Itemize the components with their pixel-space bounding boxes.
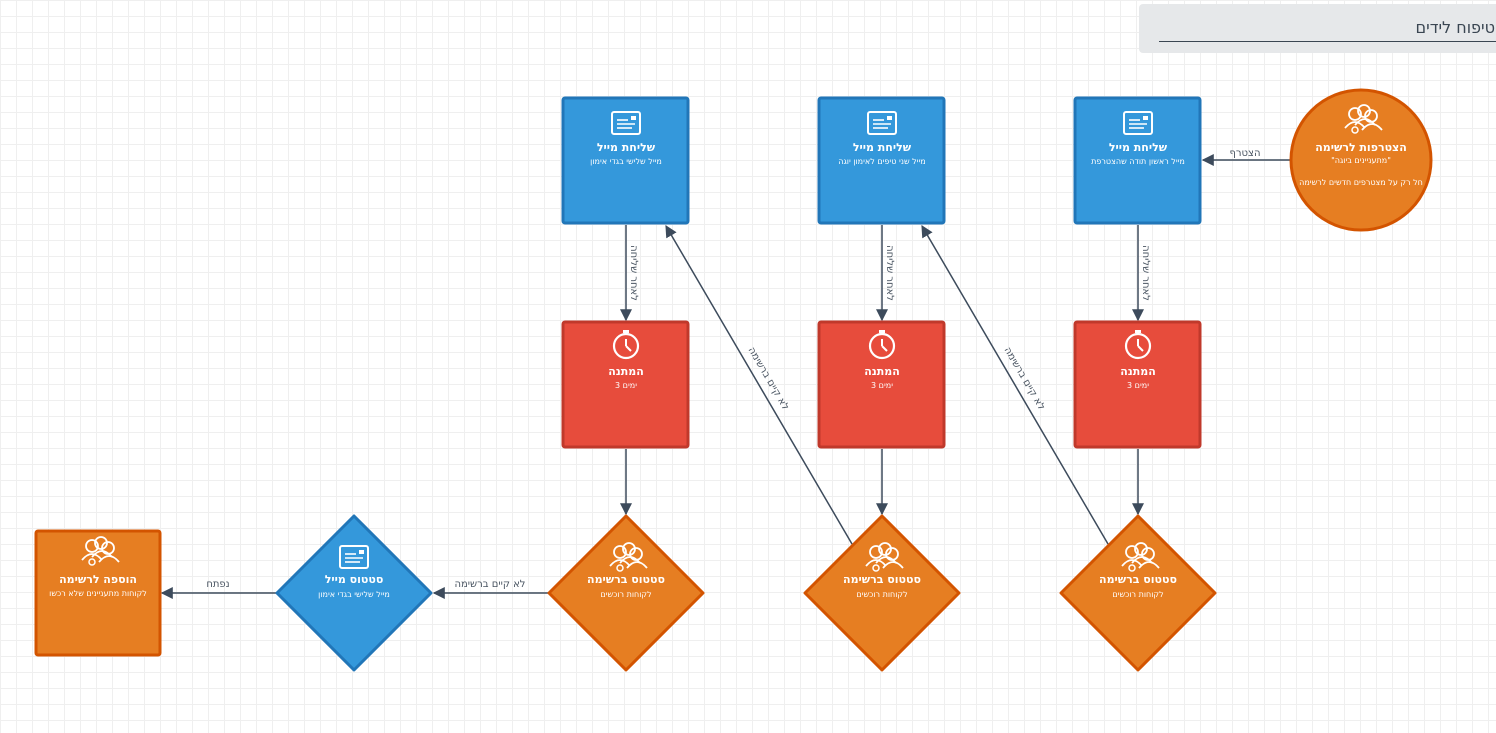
node-title: סטטוס ברשימה [587, 573, 665, 586]
node-title: הצטרפות לרשימה [1315, 141, 1407, 154]
edge-email-status-to-add-list[interactable]: נפתח [160, 579, 276, 599]
node-subtitle: 3 ימים [871, 381, 893, 390]
node-title: סטטוס ברשימה [1099, 573, 1177, 586]
edge-label-after-send: לאחר שליחה [1140, 245, 1151, 301]
node-subtitle: לקוחות רוכשים [856, 590, 907, 599]
node-join-list[interactable]: הצטרפות לרשימה "מתעניינים ביוגה" חל רק ע… [1289, 88, 1433, 232]
node-subtitle: לקוחות מתעניינים שלא רכשו [49, 589, 147, 598]
node-subtitle: מייל ראשון תודה שהצטרפת [1091, 157, 1185, 166]
node-add-to-list[interactable]: הוספה לרשימה לקוחות מתעניינים שלא רכשו [34, 529, 162, 657]
node-title: המתנה [1120, 365, 1156, 378]
edge-label-after-send: לאחר שליחה [628, 245, 639, 301]
node-subtitle: 3 ימים [615, 381, 637, 390]
node-send-email-1[interactable]: שליחת מייל מייל ראשון תודה שהצטרפת [1073, 96, 1202, 225]
node-title: שליחת מייל [853, 141, 912, 154]
title-bar[interactable]: טיפוח לידים [1139, 4, 1496, 53]
node-title: המתנה [864, 365, 900, 378]
node-wait-1[interactable]: המתנה 3 ימים [1073, 320, 1202, 449]
node-subtitle: "מתעניינים ביוגה" [1331, 156, 1391, 165]
node-subtitle: מייל שלישי בגדי אימון [318, 590, 390, 599]
node-list-status-2[interactable]: סטטוס ברשימה לקוחות רוכשים [803, 514, 961, 672]
node-list-status-3[interactable]: סטטוס ברשימה לקוחות רוכשים [547, 514, 705, 672]
node-send-email-3[interactable]: שליחת מייל מייל שלישי בגדי אימון [561, 96, 690, 225]
edge-label-not-in-list: לא קיים ברשימה [454, 579, 525, 590]
edge-join-to-email1[interactable]: הצטרף [1201, 148, 1290, 166]
node-email-status[interactable]: סטטוס מייל מייל שלישי בגדי אימון [275, 514, 433, 672]
edge-email1-to-wait1[interactable]: לאחר שליחה [1132, 225, 1151, 322]
edge-status3-to-email-status[interactable]: לא קיים ברשימה [432, 579, 548, 599]
edge-email2-to-wait2[interactable]: לאחר שליחה [876, 225, 895, 322]
node-title: שליחת מייל [1109, 141, 1168, 154]
node-title: סטטוס מייל [325, 573, 384, 586]
edge-label-after-send: לאחר שליחה [884, 245, 895, 301]
node-subtitle: מייל שלישי בגדי אימון [590, 157, 662, 166]
page-title[interactable]: טיפוח לידים [1415, 18, 1495, 37]
title-underline [1159, 41, 1496, 42]
node-wait-3[interactable]: המתנה 3 ימים [561, 320, 690, 449]
node-note: חל רק על מצטרפים חדשים לרשימה [1299, 178, 1423, 187]
node-list-status-1[interactable]: סטטוס ברשימה לקוחות רוכשים [1059, 514, 1217, 672]
node-wait-2[interactable]: המתנה 3 ימים [817, 320, 946, 449]
edge-label-joined: הצטרף [1230, 148, 1261, 159]
node-title: שליחת מייל [597, 141, 656, 154]
node-title: הוספה לרשימה [59, 573, 137, 586]
edge-label-opened: נפתח [206, 579, 229, 590]
node-title: סטטוס ברשימה [843, 573, 921, 586]
node-subtitle: 3 ימים [1127, 381, 1149, 390]
edge-email3-to-wait3[interactable]: לאחר שליחה [620, 225, 639, 322]
node-title: המתנה [608, 365, 644, 378]
node-send-email-2[interactable]: שליחת מייל מייל שני טיפים לאימון יוגה [817, 96, 946, 225]
node-subtitle: לקוחות רוכשים [1112, 590, 1163, 599]
node-subtitle: מייל שני טיפים לאימון יוגה [838, 157, 925, 166]
node-subtitle: לקוחות רוכשים [600, 590, 651, 599]
